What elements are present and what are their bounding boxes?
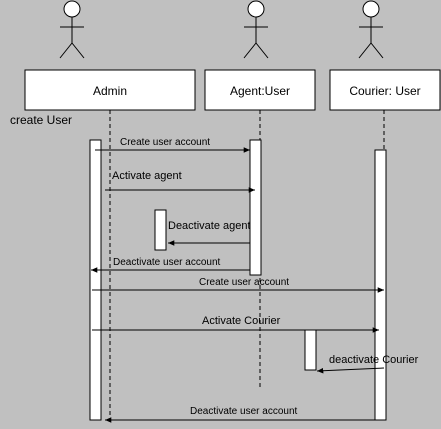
message-label: Activate Courier (202, 315, 281, 327)
courier-actor-icon (358, 0, 384, 59)
message-deactivate-courier: deactivate Courier (316, 354, 419, 374)
participant-admin: Admin (24, 69, 196, 111)
participant-agent: Agent:User (204, 69, 316, 111)
participant-courier-label: Courier: User (349, 84, 420, 98)
message-create-user-account-1: Create user account (95, 137, 250, 153)
create-user-label: create User (10, 113, 72, 127)
admin-actor-icon (59, 0, 85, 59)
courier-self-activation-bar (304, 329, 317, 371)
participant-courier: Courier: User (329, 69, 441, 111)
agent-actor-icon (243, 0, 269, 59)
participant-agent-label: Agent:User (230, 84, 290, 98)
admin-activation-bar (89, 139, 102, 421)
message-deactivate-user-account-2: Deactivate user account (105, 406, 375, 423)
message-label: Create user account (199, 277, 289, 288)
agent-activation-bar (249, 139, 262, 276)
message-label: Activate agent (112, 170, 182, 182)
message-label: deactivate Courier (329, 354, 419, 366)
message-label: Deactivate agent (168, 220, 251, 232)
message-activate-agent: Activate agent (105, 170, 255, 193)
courier-activation-bar (374, 149, 387, 421)
message-deactivate-user-account-1: Deactivate user account (91, 257, 250, 273)
message-activate-courier: Activate Courier (92, 315, 379, 333)
message-deactivate-agent: Deactivate agent (168, 220, 251, 246)
participant-admin-label: Admin (93, 84, 127, 98)
message-label: Deactivate user account (190, 406, 298, 417)
message-create-user-account-2: Create user account (92, 277, 384, 293)
message-label: Create user account (120, 137, 210, 148)
agent-self-activation-bar (154, 209, 167, 251)
message-label: Deactivate user account (113, 257, 221, 268)
